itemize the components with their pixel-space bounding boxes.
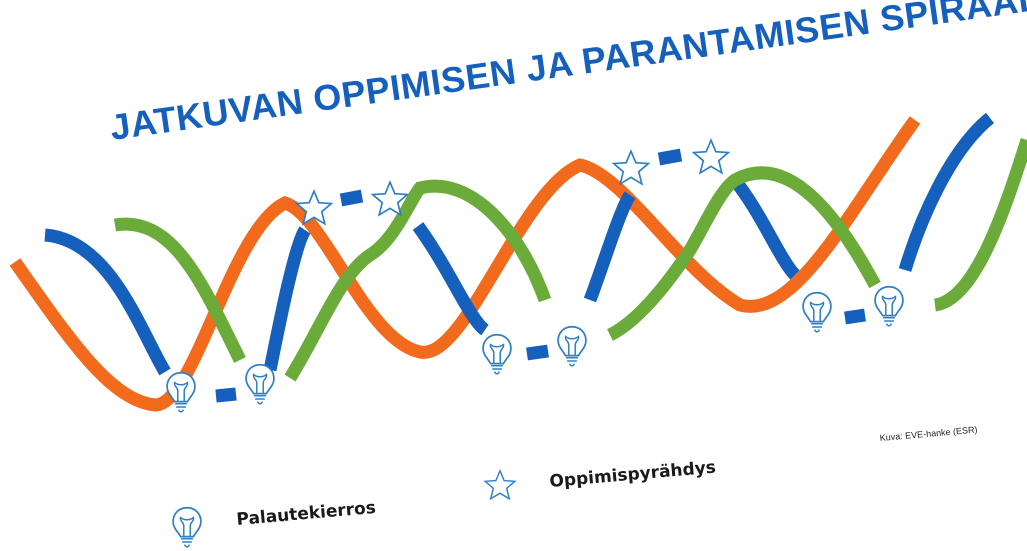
legend-learning-label: Oppimispyrähdys [549, 458, 717, 492]
image-credit: Kuva: EVE-hanke (ESR) [879, 424, 978, 443]
star-icon [692, 139, 730, 174]
blue-strand-dash-2 [339, 189, 364, 207]
lightbulb-icon [802, 291, 832, 333]
lightbulb-icon [245, 363, 275, 405]
star-icon [612, 150, 650, 185]
lightbulb-icon [166, 371, 196, 413]
blue-strand-dash-4 [657, 148, 683, 166]
lightbulb-icon [172, 506, 202, 548]
blue-strand-dash-1 [215, 387, 237, 403]
green-strand [113, 138, 1027, 382]
blue-strand-dash-5 [844, 308, 866, 325]
lightbulb-icon [482, 333, 512, 375]
legend: Palautekierros Oppimispyrähdys [172, 458, 717, 548]
helix-strands [9, 112, 1027, 412]
blue-strand [44, 112, 995, 376]
page-title: JATKUVAN OPPIMISEN JA PARANTAMISEN SPIRA… [107, 0, 1027, 148]
legend-feedback-label: Palautekierros [236, 498, 377, 530]
blue-strand-dash-3 [526, 344, 549, 361]
lightbulb-icon [874, 285, 904, 327]
star-icon [484, 469, 516, 500]
lightbulb-icon [557, 325, 587, 367]
orange-strand [9, 116, 921, 412]
